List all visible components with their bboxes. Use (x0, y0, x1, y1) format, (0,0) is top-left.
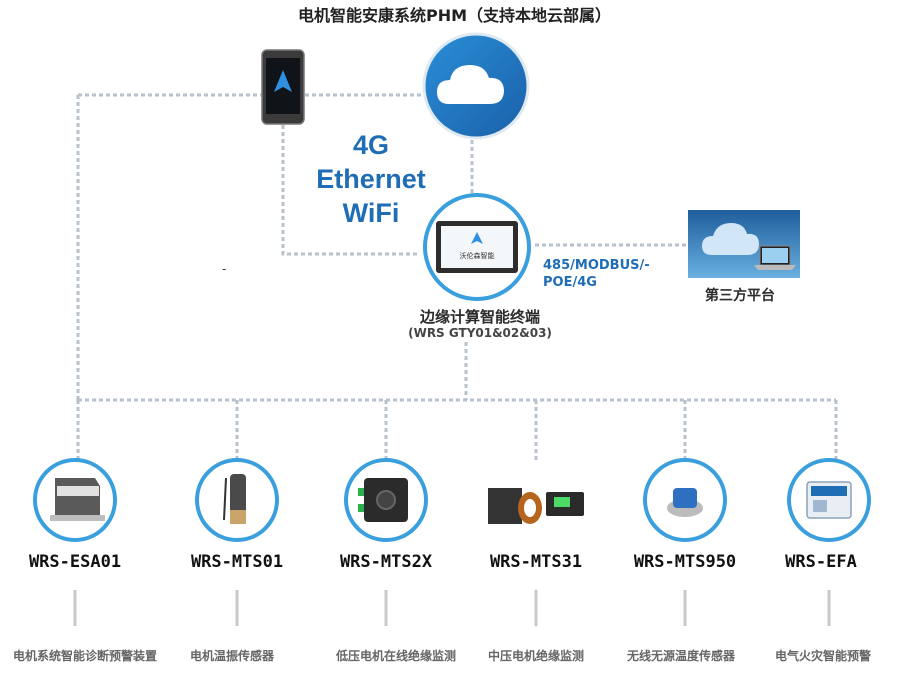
mts01-device-icon (223, 474, 246, 524)
edge-screen-logo-icon (471, 232, 483, 244)
page-title: 电机智能安康系统PHM（支持本地云部属） (297, 6, 612, 25)
device-stems (73, 590, 831, 626)
edge-terminal-node: 沃伦森智能 (423, 193, 531, 301)
phone-node (261, 49, 305, 125)
device-model-efa: WRS-EFA (785, 552, 857, 572)
device-desc-efa: 电气火灾智能预警 (774, 649, 871, 663)
laptop-icon (754, 265, 796, 270)
mts2x-device-icon (358, 478, 408, 522)
device-model-mts01: WRS-MTS01 (190, 552, 284, 572)
third-party-node (688, 210, 800, 278)
device-circles (33, 458, 871, 542)
protocol-label: 485/MODBUS/-POE/4G (543, 258, 650, 290)
device-desc-mts950: 无线无源温度传感器 (626, 649, 735, 663)
cloud-icon (437, 65, 504, 104)
edge-terminal-model: (WRS GTY01&02&03) (408, 326, 552, 340)
efa-device-icon (806, 481, 852, 519)
esa01-device-icon (50, 478, 105, 521)
device-desc-mts2x: 低压电机在线绝缘监测 (335, 649, 456, 663)
connection-lines (76, 93, 838, 460)
device-model-mts2x: WRS-MTS2X (339, 552, 433, 572)
edge-terminal-name: 边缘计算智能终端 (419, 308, 540, 326)
device-desc-mts01: 电机温振传感器 (189, 649, 274, 663)
line-phone-edge (281, 125, 420, 256)
mts31-device-icon (488, 488, 584, 524)
network-4g: 4G (352, 130, 390, 160)
mts950-device-icon (667, 488, 703, 517)
dash-mark: - (222, 262, 227, 276)
network-wifi: WiFi (342, 198, 400, 228)
network-ethernet: Ethernet (316, 164, 426, 194)
device-desc-esa01: 电机系统智能诊断预警装置 (12, 649, 157, 663)
cloud-node (422, 32, 530, 140)
device-model-mts950: WRS-MTS950 (633, 552, 737, 572)
phone-logo-icon (274, 70, 292, 92)
device-desc-mts31: 中压电机绝缘监测 (487, 649, 584, 663)
third-party-cloud-icon (702, 223, 759, 255)
device-model-mts31: WRS-MTS31 (489, 552, 583, 572)
third-party-label: 第三方平台 (705, 288, 775, 304)
device-model-esa01: WRS-ESA01 (28, 552, 122, 572)
edge-screen-text: 沃伦森智能 (460, 251, 495, 260)
